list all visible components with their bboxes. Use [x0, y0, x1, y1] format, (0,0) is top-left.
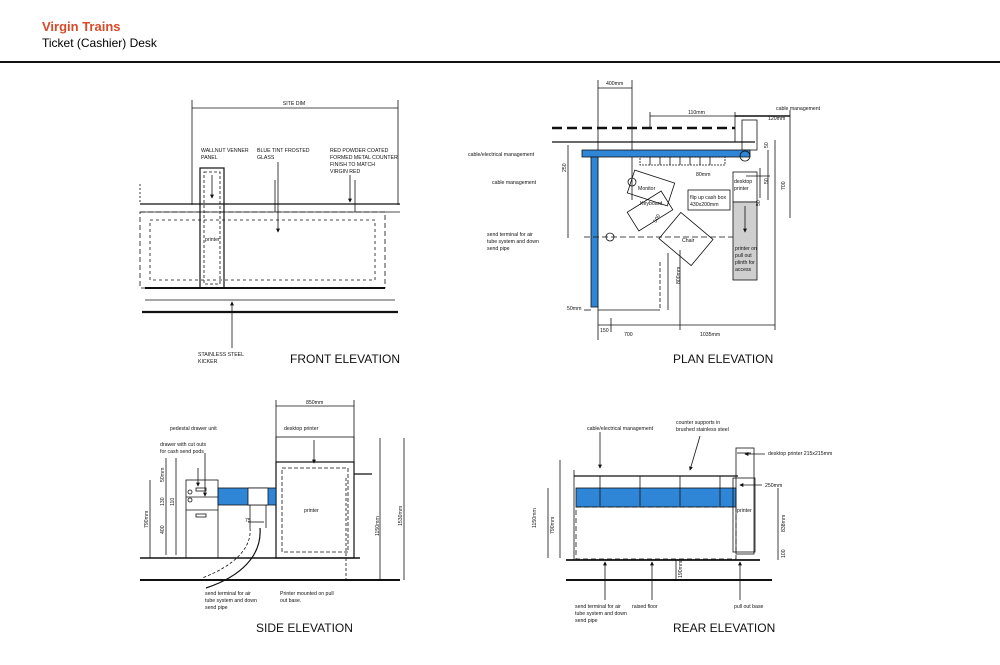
plan-dim-120: 120mm — [768, 116, 785, 122]
side-dim-75: 75 — [245, 518, 251, 524]
plan-plinth-line3: plinth for — [735, 260, 755, 266]
side-drawer-line1: drawer with cut outs — [160, 442, 207, 448]
plan-send-line3: send pipe — [487, 246, 510, 252]
plan-send-line1: send terminal for air — [487, 232, 533, 238]
glass-label-line1: BLUE TINT FROSTED — [257, 148, 310, 154]
side-elevation-title: SIDE ELEVATION — [256, 621, 353, 635]
front-printer-label: printer — [205, 237, 220, 243]
rear-raised-floor-label: raised floor — [632, 604, 658, 610]
site-dim-label: SITE DIM — [283, 101, 305, 107]
side-pedestal-label: pedestal drawer unit — [170, 426, 217, 432]
red-label-line1: RED POWDER COATED — [330, 148, 389, 154]
rear-dim-1150: 1150mm — [532, 508, 538, 528]
plan-dim-800: 800mm — [676, 267, 682, 284]
front-elevation — [139, 100, 400, 348]
brand-title: Virgin Trains — [42, 19, 121, 34]
plan-dim-1035: 1035mm — [700, 332, 720, 338]
plan-desktop-printer-line2: printer — [734, 186, 749, 192]
plan-cable-management-label: cable management — [492, 180, 537, 186]
front-elevation-title: FRONT ELEVATION — [290, 352, 400, 366]
plan-dim-700-vertical: 700 — [781, 181, 787, 190]
rear-send-line3: send pipe — [575, 618, 598, 624]
rear-supports-line1: counter supports in — [676, 420, 720, 426]
side-dim-1150: 1150mm — [375, 516, 381, 536]
plan-dim-80: 80mm — [696, 172, 710, 178]
side-dim-400: 400 — [160, 525, 166, 534]
rear-dim-190: 190mm — [678, 561, 684, 578]
side-dim-790: 790mm — [144, 511, 150, 528]
side-mounted-line1: Printer mounted on pull — [280, 591, 334, 597]
side-dim-1530: 1530mm — [398, 506, 404, 526]
rear-dim-838: 838mm — [781, 515, 787, 532]
side-send-line2: tube system and down — [205, 598, 257, 604]
plan-dim-110: 110mm — [688, 110, 705, 116]
plan-dim-50-b: 50 — [764, 178, 770, 184]
plan-keyboard-label: Keyboard — [640, 201, 662, 207]
kicker-label-line1: STAINLESS STEEL — [198, 352, 244, 358]
plan-elevation — [552, 80, 791, 340]
plan-elevation-title: PLAN ELEVATION — [673, 352, 773, 366]
red-label-line3: FINISH TO MATCH — [330, 162, 375, 168]
plan-send-line2: tube system and down — [487, 239, 539, 245]
glass-label-line2: GLASS — [257, 155, 275, 161]
plan-flip-line1: flip up cash box — [690, 195, 726, 201]
side-elevation — [140, 400, 405, 589]
side-desktop-printer-label: desktop printer — [284, 426, 319, 432]
side-dim-850: 850mm — [306, 400, 323, 406]
red-label-line2: FORMED METAL COUNTER — [330, 155, 398, 161]
walnut-label-line1: WALLNUT VENNER — [201, 148, 249, 154]
plan-dim-500: 500 — [653, 213, 663, 224]
side-mounted-line2: out base. — [280, 598, 301, 604]
walnut-label-line2: PANEL — [201, 155, 218, 161]
plan-cable-electrical-label: cable/electrical management — [468, 152, 535, 158]
rear-dim-100: 100 — [781, 549, 787, 558]
plan-dim-50-a: 50 — [764, 142, 770, 148]
plan-dim-700: 700 — [624, 332, 633, 338]
plan-monitor-label: Monitor — [638, 186, 656, 192]
plan-plinth-line2: pull out — [735, 253, 752, 259]
rear-supports-line2: brushed stainless steel — [676, 427, 729, 433]
rear-elevation — [547, 432, 779, 600]
rear-desktop-printer-label: desktop printer 215x215mm — [768, 451, 832, 457]
plan-chair-label: Chair — [682, 238, 695, 244]
header-divider — [0, 61, 1000, 63]
drawing-subtitle: Ticket (Cashier) Desk — [42, 36, 157, 50]
side-printer-label: printer — [304, 508, 319, 514]
side-send-line3: send pipe — [205, 605, 228, 611]
rear-dim-250: 250mm — [765, 483, 782, 489]
rear-dim-790: 790mm — [550, 517, 556, 534]
rear-pullout-base-label: pull out base — [734, 604, 764, 610]
plan-dim-400: 400mm — [606, 81, 623, 87]
rear-send-line2: tube system and down — [575, 611, 627, 617]
kicker-label-line2: KICKER — [198, 359, 218, 365]
plan-flip-line2: 430x200mm — [690, 202, 719, 208]
side-dim-50: 50mm — [160, 468, 166, 482]
side-dim-130: 130 — [160, 497, 166, 506]
plan-desktop-printer-line1: desktop — [734, 179, 752, 185]
rear-cable-electrical-label: cable/electrical management — [587, 426, 654, 432]
rear-printer-label: printer — [737, 508, 752, 514]
plan-dim-150: 150 — [600, 328, 609, 334]
rear-send-line1: send terminal for air — [575, 604, 621, 610]
side-drawer-line2: for cash send pods — [160, 449, 204, 455]
rear-elevation-title: REAR ELEVATION — [673, 621, 775, 635]
plan-plinth-line1: printer on — [735, 246, 757, 252]
red-label-line4: VIRGIN RED — [330, 169, 361, 175]
plan-cable-management-small: cable management — [776, 106, 821, 112]
plan-dim-250: 250 — [562, 163, 568, 172]
plan-plinth-line4: access — [735, 267, 752, 273]
plan-dim-50-c: 50 — [756, 200, 762, 206]
side-dim-110: 110 — [170, 498, 176, 506]
side-send-line1: send terminal for air — [205, 591, 251, 597]
plan-dim-50mm: 50mm — [567, 306, 581, 312]
